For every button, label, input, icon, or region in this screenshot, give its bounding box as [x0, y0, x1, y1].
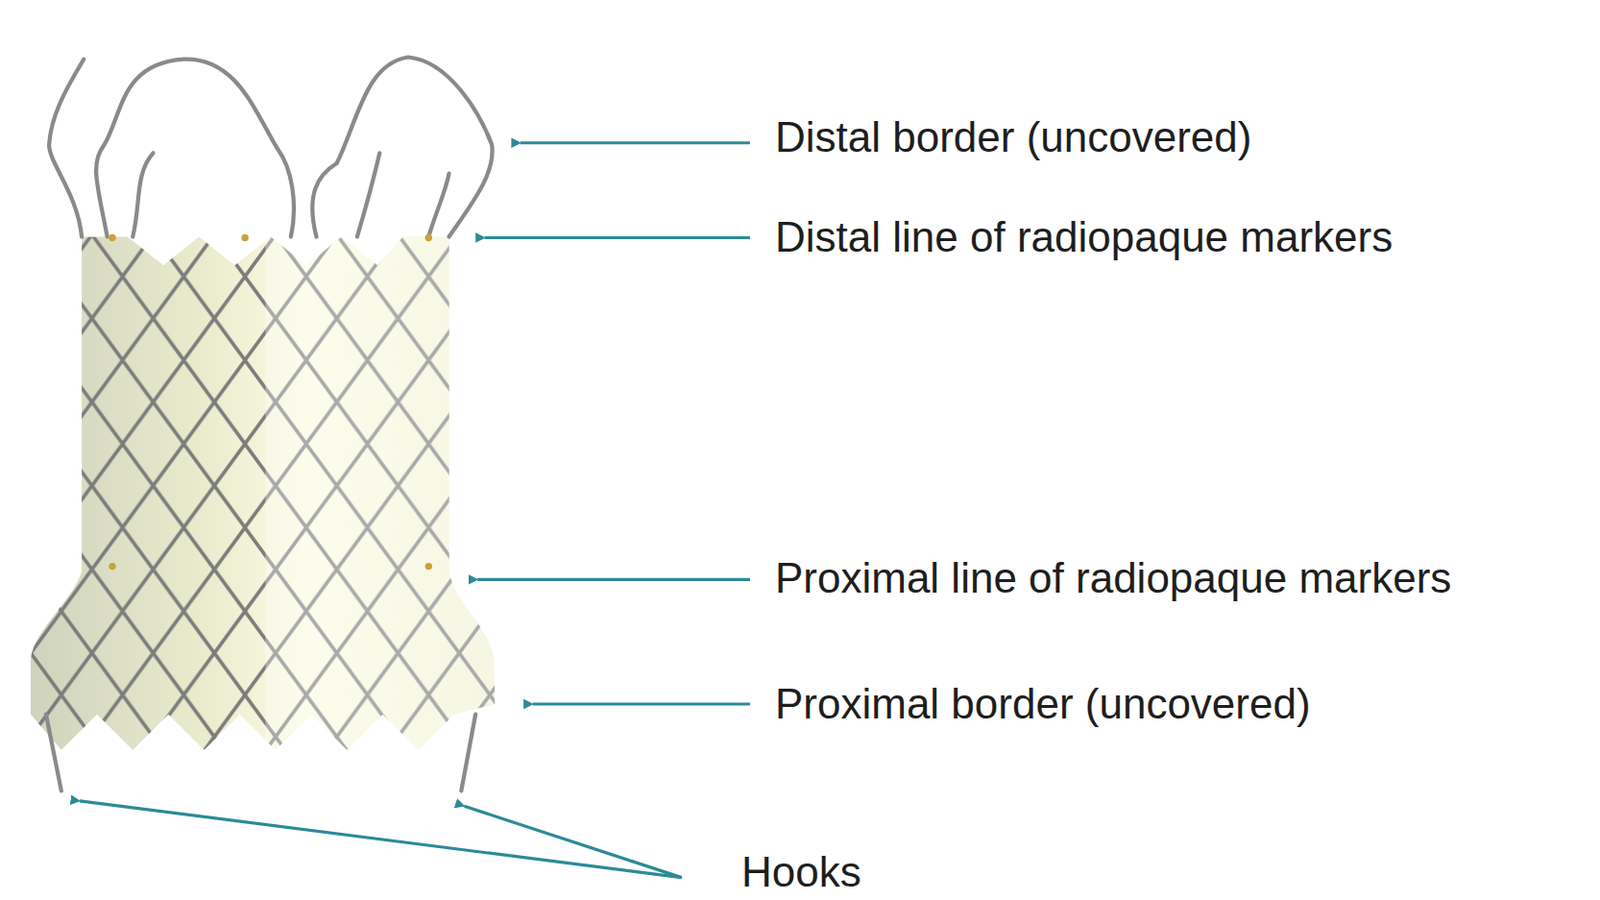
callout-label: Hooks	[739, 847, 864, 897]
callout-label: Proximal border (uncovered)	[773, 678, 1313, 729]
callout-label: Proximal line of radiopaque markers	[773, 553, 1454, 604]
callout-label: Distal line of radiopaque markers	[773, 212, 1395, 263]
callout-label: Distal border (uncovered)	[773, 112, 1254, 163]
